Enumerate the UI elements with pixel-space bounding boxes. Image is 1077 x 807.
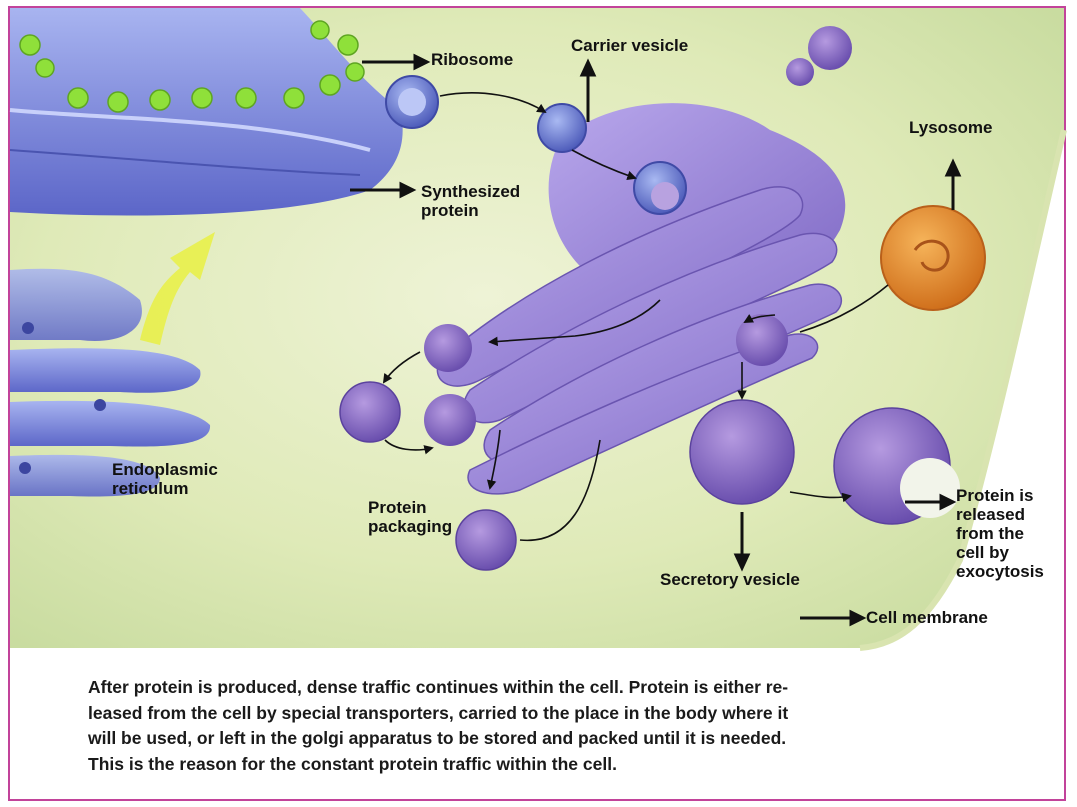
packaging-vesicle <box>456 510 516 570</box>
budding-vesicle <box>634 162 686 214</box>
label-ribosome: Ribosome <box>431 50 513 69</box>
lysosome <box>881 206 985 310</box>
label-protein-packaging: Protein packaging <box>368 498 452 536</box>
caption-text: After protein is produced, dense traffic… <box>88 675 988 777</box>
label-lysosome: Lysosome <box>909 118 992 137</box>
label-protein-released: Protein is released from the cell by exo… <box>956 486 1044 581</box>
secretory-vesicle <box>690 400 794 504</box>
label-secretory-vesicle: Secretory vesicle <box>660 570 800 589</box>
label-synthesized-protein: Synthesized protein <box>421 182 520 220</box>
label-endoplasmic-reticulum: Endoplasmic reticulum <box>112 460 218 498</box>
label-cell-membrane: Cell membrane <box>866 608 988 627</box>
vesicle-left <box>340 382 400 442</box>
label-carrier-vesicle: Carrier vesicle <box>571 36 688 55</box>
